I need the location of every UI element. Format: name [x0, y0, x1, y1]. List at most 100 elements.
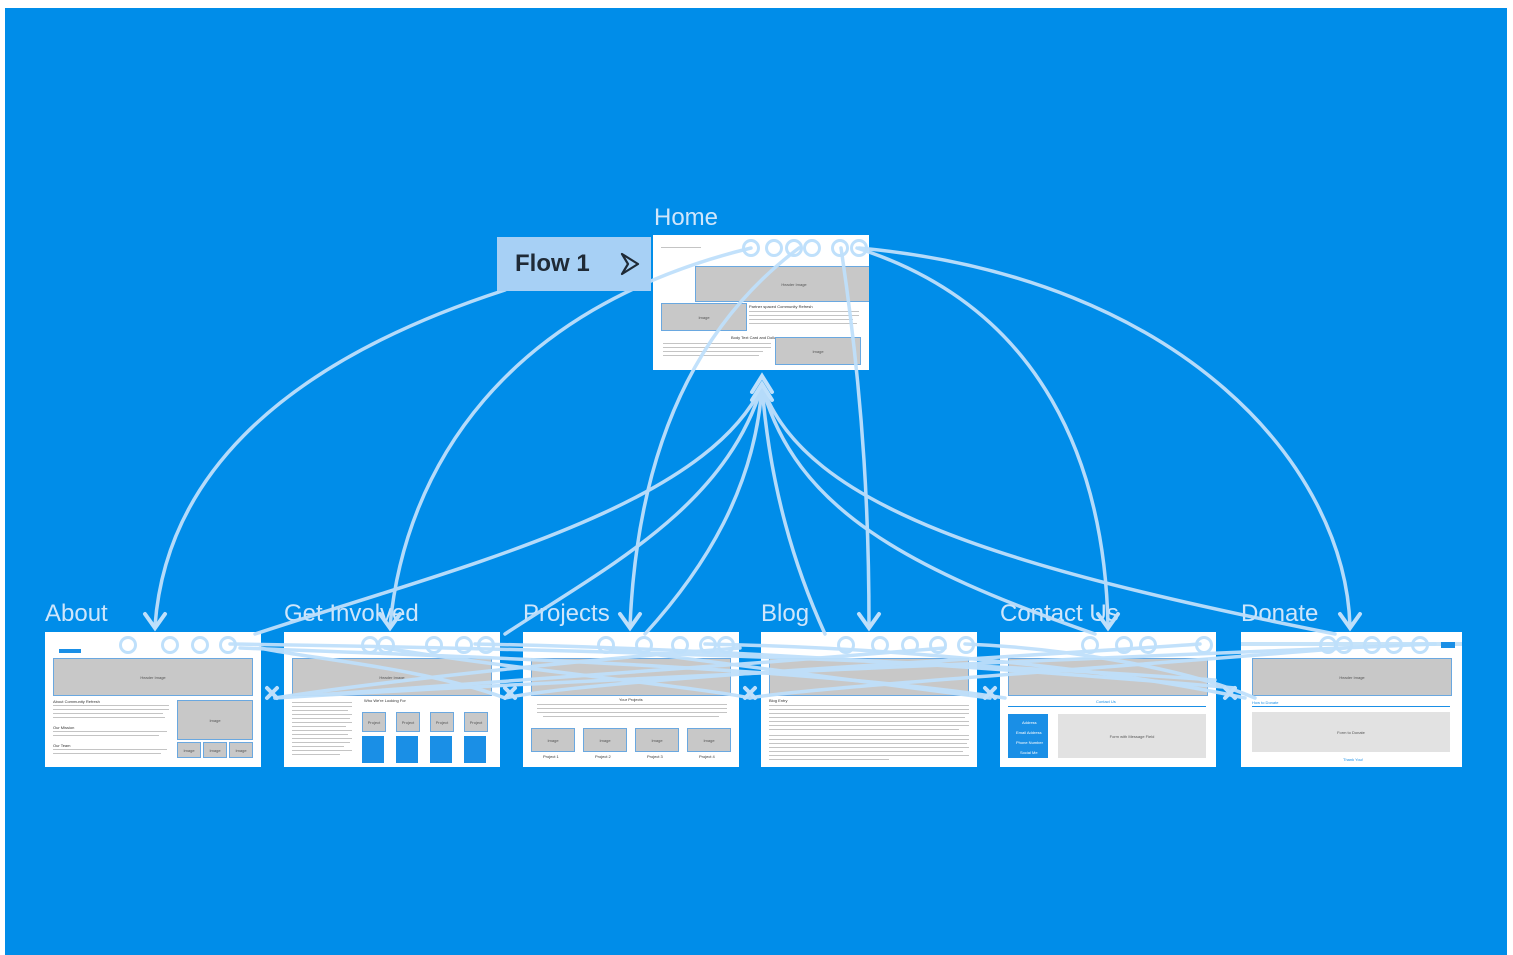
text-line [749, 323, 857, 324]
projects-heading: Your Projects [619, 697, 643, 702]
project-card [362, 736, 384, 763]
blog-hotspot[interactable] [871, 636, 889, 654]
home-hotspot[interactable] [831, 239, 849, 257]
text-line [769, 713, 969, 714]
text-line [292, 750, 352, 751]
text-line [292, 742, 350, 743]
text-line [769, 755, 969, 756]
blog-heading: Blog Entry [769, 698, 788, 703]
contact-hotspot[interactable] [1115, 636, 1133, 654]
text-line [769, 729, 959, 730]
get-involved-hotspot[interactable] [377, 636, 395, 654]
project-thumb: Project [396, 712, 420, 732]
home-hotspot[interactable] [850, 239, 868, 257]
home-hotspot[interactable] [765, 239, 783, 257]
prototype-canvas[interactable]: Home About Get Involved Projects Blog Co… [5, 8, 1507, 955]
connector-contact-home [760, 384, 1097, 636]
projects-hotspot[interactable] [597, 636, 615, 654]
donate-hotspot[interactable] [1335, 636, 1353, 654]
about-small-image: Image [229, 742, 253, 758]
text-line [53, 717, 165, 718]
home-hotspot[interactable] [785, 239, 803, 257]
about-header-image: Header Image [53, 658, 253, 696]
frame-about[interactable]: Header Image About Community Refresh Our… [45, 632, 261, 767]
project-caption: Project 4 [699, 754, 715, 759]
donate-hotspot[interactable] [1385, 636, 1403, 654]
frame-label-blog[interactable]: Blog [761, 600, 810, 627]
text-line [769, 709, 969, 710]
project-card [464, 736, 486, 763]
text-line [53, 705, 169, 706]
projects-hotspot[interactable] [699, 636, 717, 654]
blog-hotspot[interactable] [837, 636, 855, 654]
blog-hotspot[interactable] [929, 636, 947, 654]
project-thumb: Project [362, 712, 386, 732]
about-hotspot[interactable] [119, 636, 137, 654]
blog-hotspot[interactable] [901, 636, 919, 654]
contact-sidebar [1008, 714, 1048, 758]
about-hotspot[interactable] [219, 636, 237, 654]
text-line [663, 351, 763, 352]
text-line [769, 739, 969, 740]
get-involved-subheading: Who We're Looking For [364, 698, 406, 703]
get-involved-hotspot[interactable] [425, 636, 443, 654]
get-involved-hotspot[interactable] [477, 636, 495, 654]
text-line [53, 709, 169, 710]
frame-label-about[interactable]: About [45, 600, 108, 627]
connector-about-home [253, 384, 764, 636]
flow-start-badge[interactable]: Flow 1 [497, 237, 651, 291]
contact-hotspot[interactable] [1195, 636, 1213, 654]
connector-home-contact [855, 246, 1110, 628]
about-small-image: Image [177, 742, 201, 758]
text-line [769, 759, 889, 760]
text-line [292, 754, 340, 755]
connector-get-involved-home [503, 384, 764, 636]
text-line [53, 731, 167, 732]
text-line [292, 702, 352, 703]
project-image: Image [531, 728, 575, 752]
about-hotspot[interactable] [161, 636, 179, 654]
home-image-left: Image [661, 303, 747, 331]
about-hotspot[interactable] [191, 636, 209, 654]
projects-hotspot[interactable] [717, 636, 735, 654]
projects-hotspot[interactable] [671, 636, 689, 654]
text-line [53, 749, 167, 750]
about-section-1: About Community Refresh [53, 699, 100, 704]
text-line [292, 722, 352, 723]
project-caption: Project 1 [543, 754, 559, 759]
projects-hotspot[interactable] [635, 636, 653, 654]
text-line [537, 708, 727, 709]
project-image: Image [583, 728, 627, 752]
flow-connectors [143, 246, 1437, 700]
project-caption: Project 2 [595, 754, 611, 759]
contact-hotspot[interactable] [1081, 636, 1099, 654]
project-card [430, 736, 452, 763]
donate-hotspot[interactable] [1411, 636, 1429, 654]
about-small-image: Image [203, 742, 227, 758]
frame-label-home[interactable]: Home [654, 204, 719, 231]
home-hotspot[interactable] [742, 239, 760, 257]
contact-item: Address [1022, 720, 1037, 725]
frame-home[interactable]: Header Image Image Partner spaced Commun… [653, 235, 869, 370]
donate-hotspot[interactable] [1363, 636, 1381, 654]
get-involved-hotspot[interactable] [455, 636, 473, 654]
text-line [53, 713, 163, 714]
about-image: Image [177, 700, 253, 740]
blog-hotspot[interactable] [957, 636, 975, 654]
contact-item: Social Me [1020, 750, 1038, 755]
text-line [53, 753, 161, 754]
about-section-2: Our Mission [53, 725, 75, 730]
play-icon[interactable] [619, 252, 641, 276]
home-hotspot[interactable] [803, 239, 821, 257]
project-image: Image [635, 728, 679, 752]
connector-home-projects [628, 246, 801, 628]
donate-heading: How to Donate [1252, 700, 1279, 705]
text-line [543, 716, 719, 717]
divider [1008, 706, 1206, 707]
about-section-3: Our Team [53, 743, 71, 748]
contact-hotspot[interactable] [1139, 636, 1157, 654]
connector-donate-home [760, 384, 1337, 636]
home-image-right: Image [775, 337, 861, 365]
text-line [749, 315, 859, 316]
text-line [769, 717, 965, 718]
